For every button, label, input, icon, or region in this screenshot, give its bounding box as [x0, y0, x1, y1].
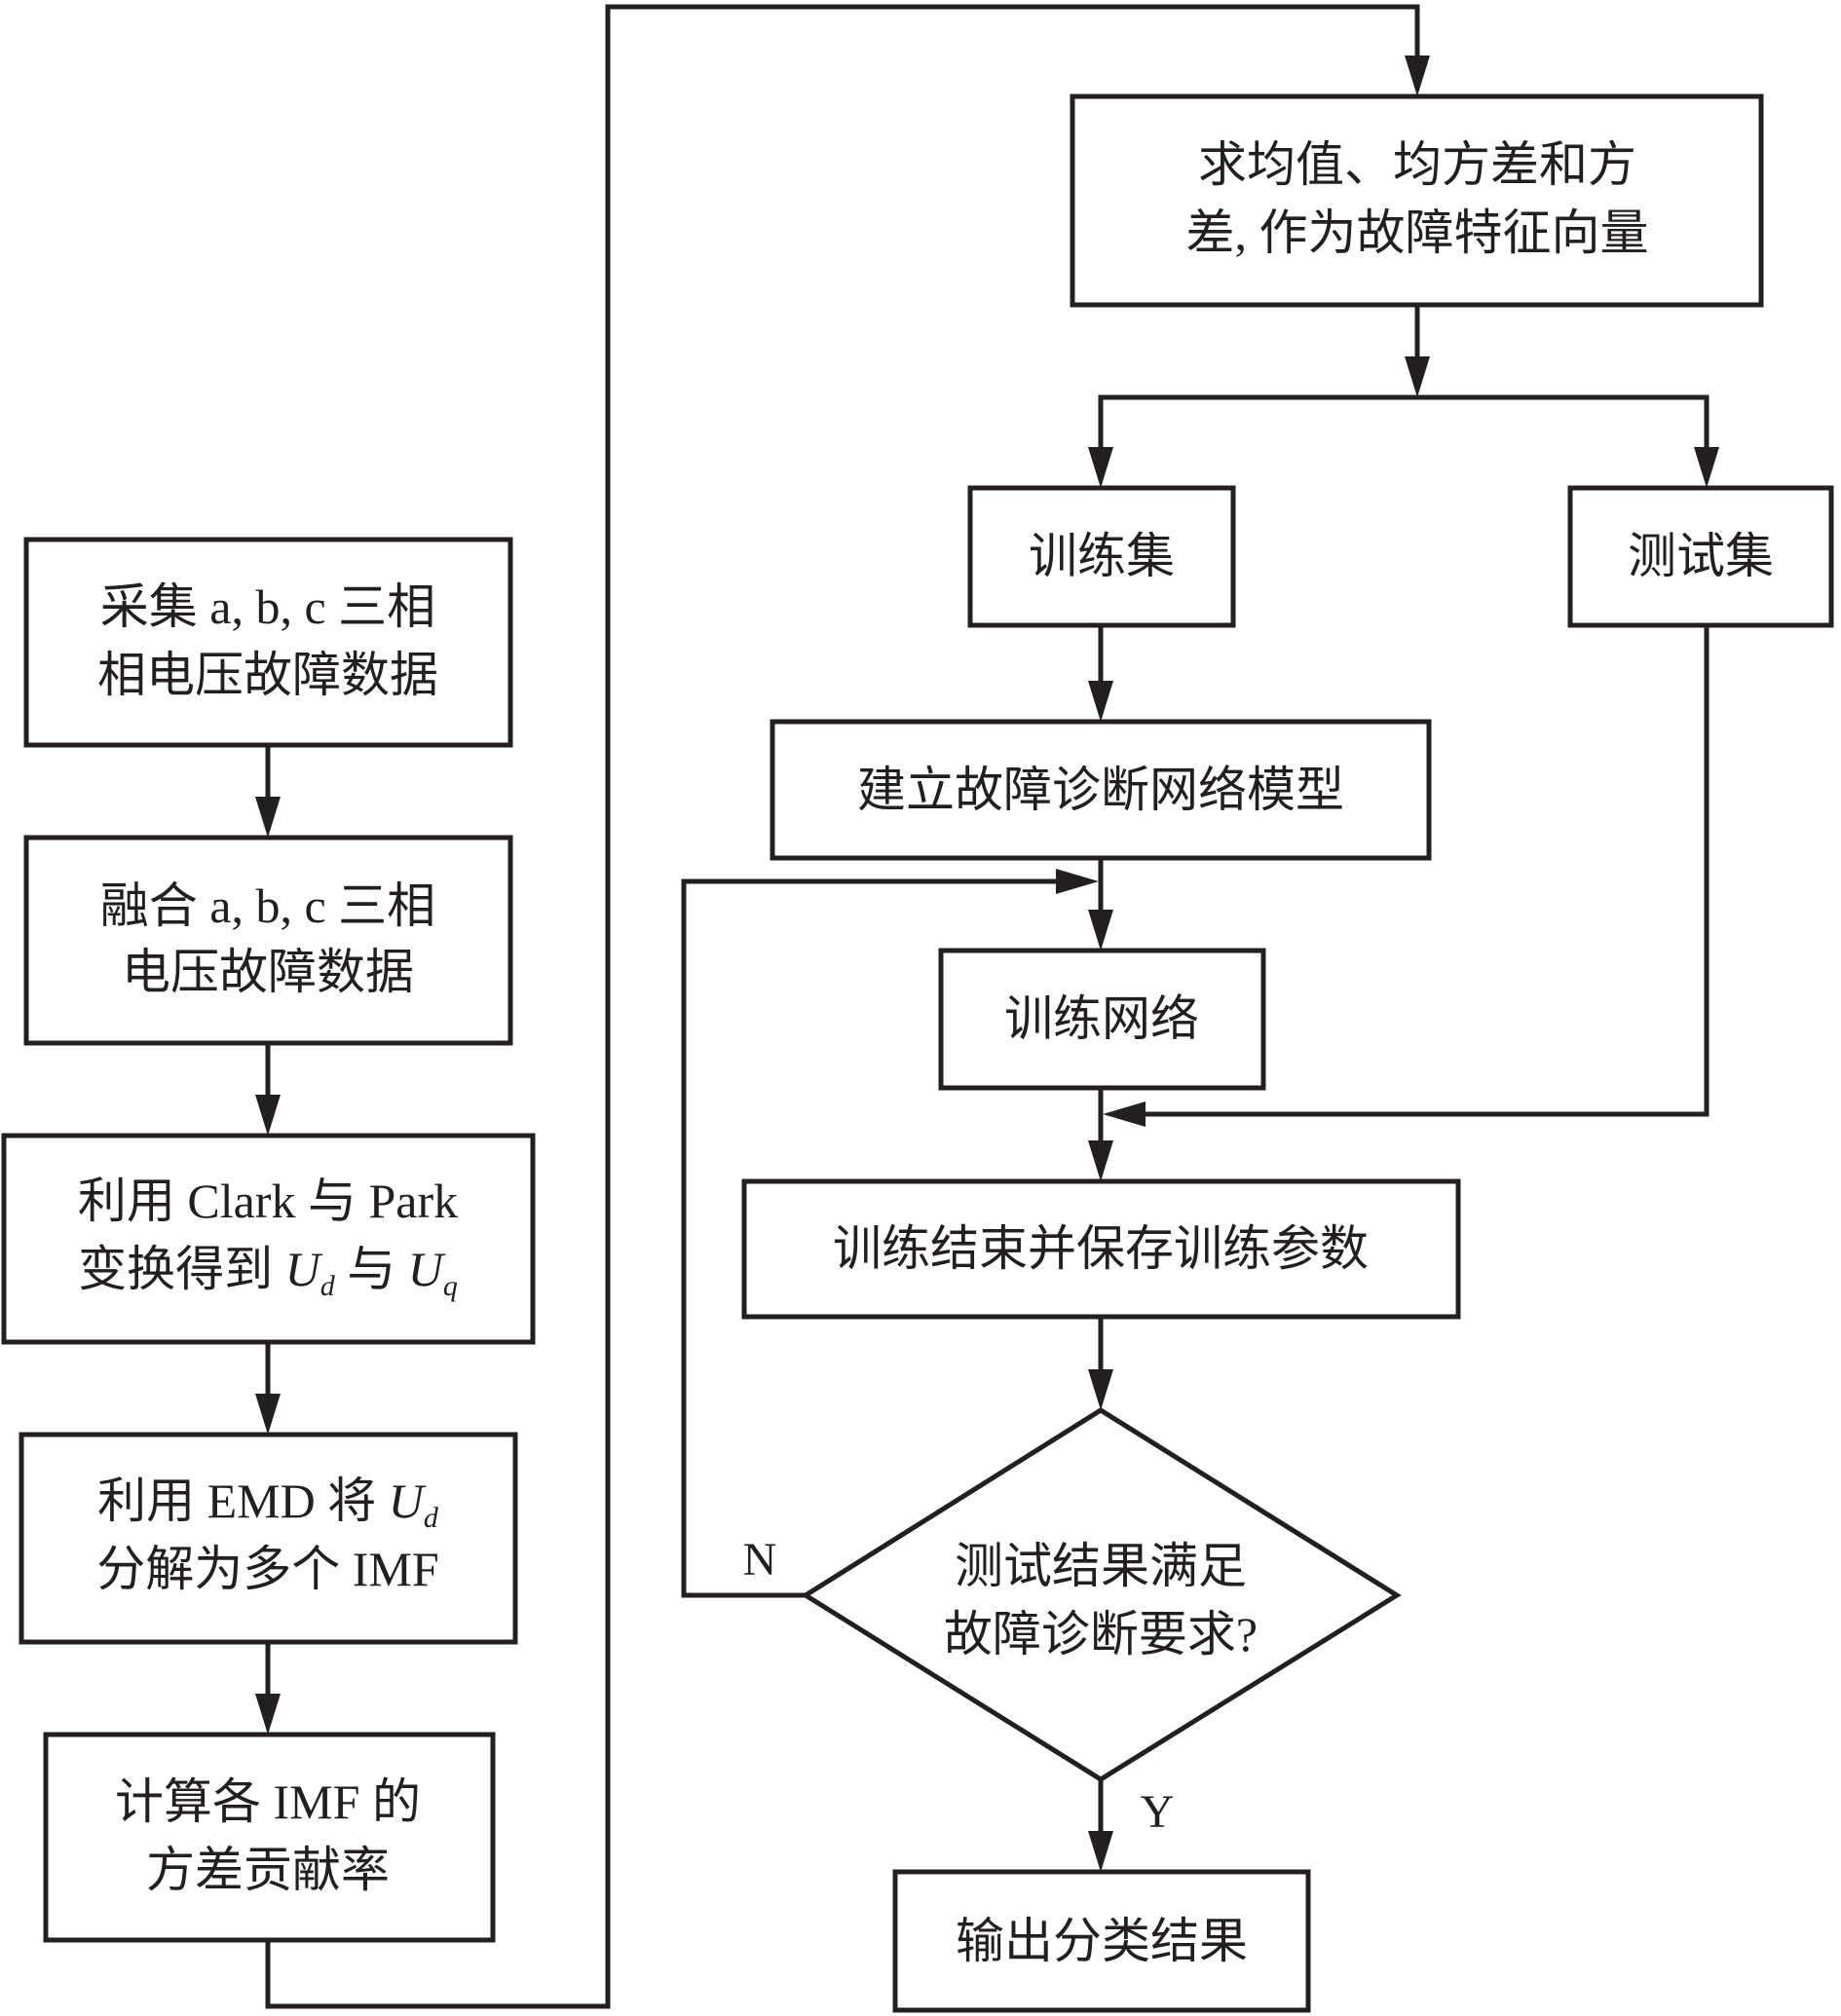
edge-split [1088, 394, 1719, 488]
node-train-set: 训练集 [967, 485, 1236, 628]
ud-subscript: d [424, 1502, 439, 1534]
arrowhead-icon [1405, 356, 1430, 397]
edge-variance-to-feature [265, 4, 1430, 2009]
edge-model-to-train-network [1088, 858, 1113, 951]
arrowhead-icon [1694, 447, 1719, 488]
node-decision-line1: 测试结果满足 [955, 1539, 1247, 1593]
node-variance-contribution-line1: 计算各 IMF 的 [115, 1774, 421, 1829]
node-emd-decompose-line1: 利用 EMD 将 Ud [97, 1474, 439, 1534]
node-feature-vector-box [1070, 93, 1764, 308]
node-collect-data: 采集 a, b, c 三相 相电压故障数据 [23, 537, 513, 748]
node-fuse-data-box [23, 835, 513, 1046]
node-variance-contribution: 计算各 IMF 的 方差贡献率 [43, 1732, 496, 1943]
arrowhead-icon [255, 1095, 281, 1136]
node-build-model-box [770, 719, 1432, 861]
arrowhead-icon [1088, 1369, 1113, 1410]
edge-collect-to-fuse [255, 745, 281, 838]
node-decision-line2: 故障诊断要求? [944, 1607, 1258, 1661]
uq-symbol: U [408, 1242, 446, 1296]
node-feature-vector-line2: 差, 作为故障特征向量 [1186, 205, 1649, 260]
arrowhead-icon [1088, 681, 1113, 722]
arrowhead-icon [1088, 910, 1113, 951]
node-variance-contribution-line2: 方差贡献率 [146, 1843, 390, 1897]
node-emd-decompose: 利用 EMD 将 Ud 分解为多个 IMF [19, 1432, 518, 1645]
edge-save-to-decision [1088, 1317, 1113, 1410]
edge-line [265, 4, 1420, 2009]
arrowhead-icon [255, 1694, 281, 1735]
edge-line [1140, 625, 1710, 1117]
node-train-set-label: 训练集 [1029, 529, 1175, 583]
node-clark-park-transform-box [1, 1133, 536, 1345]
node-fuse-data: 融合 a, b, c 三相 电压故障数据 [23, 835, 513, 1046]
node-test-set: 测试集 [1567, 485, 1834, 628]
decision-no-label: N [743, 1534, 777, 1586]
node-output-result: 输出分类结果 [892, 1869, 1311, 2013]
arrowhead-icon [1405, 56, 1430, 96]
arrowhead-icon [1103, 1101, 1146, 1127]
text-prefix: 变换得到 [78, 1242, 285, 1296]
node-test-set-box [1567, 485, 1834, 628]
text-mid: 与 [335, 1242, 408, 1296]
node-output-result-label: 输出分类结果 [956, 1914, 1248, 1968]
node-train-network: 训练网络 [938, 948, 1266, 1091]
uq-subscript: q [443, 1270, 458, 1302]
arrowhead-icon [255, 797, 281, 838]
node-feature-vector-line1: 求均值、均方差和方 [1198, 137, 1636, 192]
node-collect-data-line1: 采集 a, b, c 三相 [100, 579, 435, 634]
node-emd-decompose-box [19, 1432, 518, 1645]
arrowhead-icon [255, 1394, 281, 1435]
node-test-set-label: 测试集 [1628, 529, 1774, 583]
node-fuse-data-line2: 电压故障数据 [122, 945, 414, 999]
edge-line [681, 878, 1062, 1598]
node-emd-decompose-line2: 分解为多个 IMF [96, 1542, 438, 1596]
node-collect-data-line2: 相电压故障数据 [97, 648, 438, 702]
node-save-params-label: 训练结束并保存训练参数 [833, 1221, 1369, 1276]
ud-subscript: d [320, 1270, 336, 1302]
node-clark-park-transform-line2: 变换得到 Ud 与 Uq [78, 1242, 458, 1302]
node-clark-park-transform: 利用 Clark 与 Park 变换得到 Ud 与 Uq [1, 1133, 536, 1345]
node-build-model: 建立故障诊断网络模型 [770, 719, 1432, 861]
node-build-model-label: 建立故障诊断网络模型 [857, 763, 1344, 817]
node-variance-contribution-box [43, 1732, 496, 1943]
node-decision-diamond [801, 1407, 1402, 1782]
node-output-result-box [892, 1869, 1311, 2013]
node-save-params: 训练结束并保存训练参数 [741, 1178, 1461, 1320]
edge-decision-yes: Y [1088, 1779, 1174, 1872]
edge-line [1098, 394, 1710, 453]
edge-decision-no-loop: N [681, 869, 1099, 1598]
node-feature-vector: 求均值、均方差和方 差, 作为故障特征向量 [1070, 93, 1764, 308]
edge-fuse-to-transform [255, 1043, 281, 1136]
edge-train-network-to-save [1088, 1088, 1113, 1181]
decision-yes-label: Y [1141, 1786, 1175, 1838]
arrowhead-icon [1088, 1831, 1113, 1872]
edge-emd-to-variance [255, 1642, 281, 1735]
edge-transform-to-emd [255, 1342, 281, 1435]
node-fuse-data-line1: 融合 a, b, c 三相 [100, 878, 435, 933]
node-clark-park-transform-line1: 利用 Clark 与 Park [78, 1174, 458, 1228]
node-train-network-label: 训练网络 [1004, 991, 1199, 1046]
edge-test-set-to-merge [1103, 625, 1710, 1127]
arrowhead-icon [1088, 1140, 1113, 1181]
ud-symbol: U [389, 1474, 427, 1528]
text-prefix: 利用 EMD 将 [97, 1474, 389, 1528]
node-collect-data-box [23, 537, 513, 748]
ud-symbol: U [285, 1242, 323, 1296]
edge-feature-to-split [1405, 305, 1430, 397]
arrowhead-icon [1056, 869, 1099, 894]
node-decision: 测试结果满足 故障诊断要求? [801, 1407, 1402, 1782]
edge-train-set-to-model [1088, 625, 1113, 722]
arrowhead-icon [1088, 447, 1113, 488]
